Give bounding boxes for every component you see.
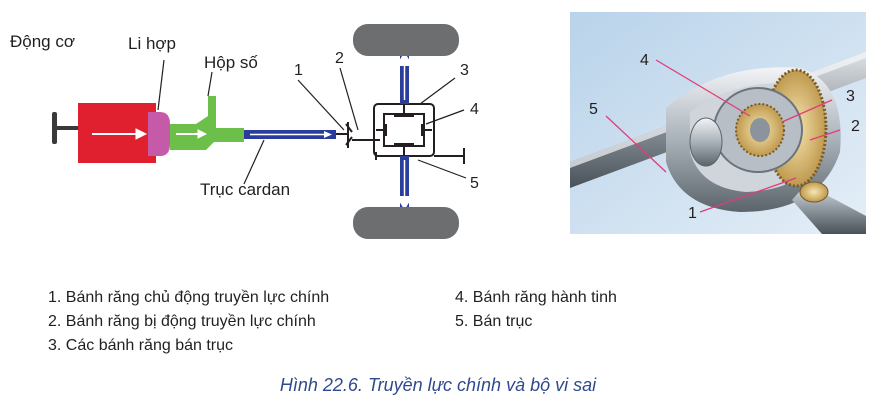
legend-item-2: 2. Bánh răng bị động truyền lực chính	[48, 313, 316, 330]
legend-item-3: 3. Các bánh răng bán trục	[48, 337, 234, 354]
schematic-number-4: 4	[470, 101, 479, 118]
differential-housing	[373, 103, 465, 164]
leader-lines	[157, 59, 467, 185]
photo-number-3: 3	[846, 88, 855, 105]
power-flow-arrow	[92, 128, 208, 140]
photo-number-1: 1	[688, 205, 697, 222]
clutch-label: Li hợp	[128, 34, 177, 53]
differential-photo	[570, 12, 866, 234]
drivetrain-schematic	[52, 24, 467, 239]
photo-leader-lines	[605, 59, 841, 213]
legend-item-5: 5. Bán trục	[455, 313, 533, 330]
wheel-lower	[353, 207, 459, 239]
schematic-number-3: 3	[460, 62, 469, 79]
schematic-number-1: 1	[294, 62, 303, 79]
cardan-label: Trục cardan	[200, 180, 291, 199]
legend-right: 4. Bánh răng hành tinh 5. Bán trục	[455, 286, 617, 334]
gearbox-block	[170, 96, 216, 150]
clutch-block	[148, 112, 170, 156]
schematic-number-2: 2	[335, 50, 344, 67]
gearbox-shaft	[206, 128, 244, 142]
legend-item-4: 4. Bánh răng hành tinh	[455, 289, 617, 306]
schematic-number-5: 5	[470, 175, 479, 192]
photo-number-2: 2	[851, 118, 860, 135]
pinion-gear	[336, 122, 380, 148]
legend-item-1: 1. Bánh răng chủ động truyền lực chính	[48, 289, 330, 306]
photo-number-5: 5	[589, 101, 598, 118]
engine-fan-icon	[52, 112, 78, 144]
legend-left: 1. Bánh răng chủ động truyền lực chính 2…	[48, 286, 329, 358]
figure-title: Truyền lực chính và bộ vi sai	[367, 375, 597, 395]
figure-number: Hình 22.6.	[279, 375, 363, 395]
photo-number-4: 4	[640, 52, 649, 69]
figure-caption: Hình 22.6. Truyền lực chính và bộ vi sai	[0, 375, 876, 396]
engine-label: Động cơ	[10, 32, 76, 51]
gearbox-label: Hộp số	[204, 53, 258, 72]
wheel-upper	[353, 24, 459, 56]
